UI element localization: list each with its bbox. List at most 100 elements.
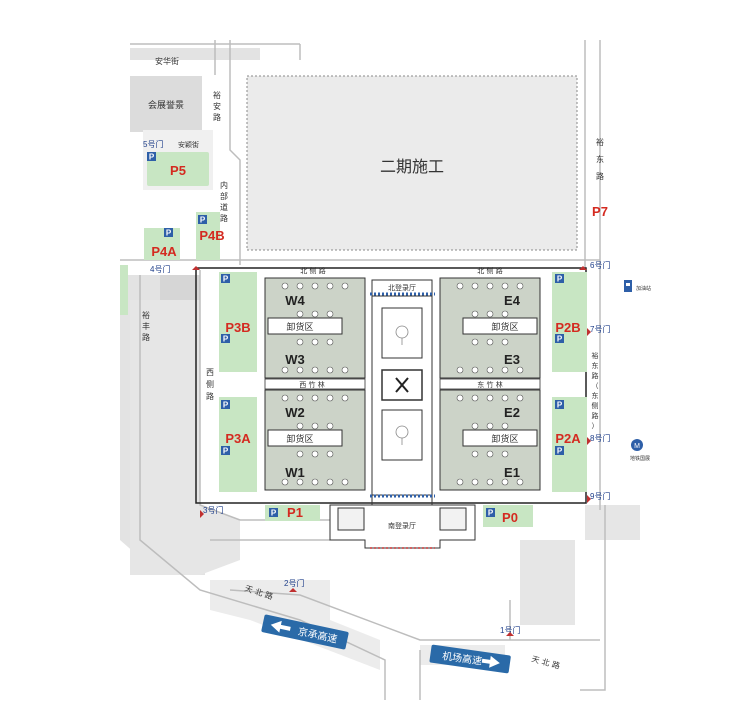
svg-text:P: P [557, 401, 563, 410]
metro-label: 地铁国展 [630, 455, 650, 462]
svg-text:P: P [223, 401, 229, 410]
svg-text:路: 路 [213, 112, 221, 122]
highway-jingcheng: 京承高速 [261, 614, 349, 650]
hall-w2: W2 [285, 405, 305, 420]
svg-text:M: M [634, 443, 640, 450]
svg-text:路: 路 [592, 411, 599, 420]
hall-w3: W3 [285, 352, 305, 367]
east-bamboo-path [439, 378, 541, 390]
parking-p0: P0 [502, 510, 518, 525]
street-anhua: 安华街 [155, 56, 179, 66]
p-sign-icon: P [164, 228, 173, 238]
parking-p4a: P4A [151, 244, 177, 259]
parking-p4b: P4B [199, 228, 224, 243]
fork-knife-icon [395, 377, 409, 393]
parking-signs: P P P P P P P P P P P P P [147, 152, 564, 518]
construction-area [246, 75, 578, 251]
svg-text:裕: 裕 [592, 351, 599, 360]
parking-p2a: P2A [555, 431, 581, 446]
gate-7: 7号门 [590, 324, 610, 334]
p-sign-icon: P [269, 508, 278, 518]
street-west-side: 西 侧 路 [206, 368, 214, 401]
unload-zones [267, 317, 538, 447]
p-sign-icon: P [221, 334, 230, 344]
p-sign-icon: P [555, 446, 564, 456]
highway-airport: 机场高速 [429, 644, 511, 674]
svg-text:安: 安 [213, 101, 221, 111]
svg-text:侧: 侧 [592, 401, 599, 410]
parking-labels: P5 P4A P4B P7 P3B P3A P2B P2A P1 P0 [151, 163, 608, 525]
hall-booth-markers [281, 282, 524, 486]
gate-6: 6号门 [590, 260, 610, 270]
svg-text:路: 路 [206, 391, 214, 401]
svg-text:道: 道 [220, 202, 228, 212]
p-sign-icon: P [198, 215, 207, 225]
svg-text:P: P [557, 275, 563, 284]
svg-text:内: 内 [220, 180, 228, 190]
svg-text:裕: 裕 [213, 90, 221, 100]
hall-e3: E3 [504, 352, 520, 367]
gate-1: 1号门 [500, 625, 520, 635]
unload-e21: 卸货区 [491, 433, 518, 445]
xizhulin-label: 西 竹 林 [299, 380, 324, 389]
hall-e1: E1 [504, 465, 520, 480]
parking-p3a: P3A [225, 431, 251, 446]
svg-text:东: 东 [592, 391, 599, 400]
svg-text:（: （ [592, 382, 599, 390]
street-yufeng: 裕 丰 路 [142, 310, 150, 342]
unload-e43: 卸货区 [491, 321, 518, 333]
svg-text:P: P [557, 447, 563, 456]
svg-text:P: P [200, 216, 206, 225]
unload-w43: 卸货区 [286, 321, 313, 333]
west-bamboo-path [264, 378, 366, 390]
svg-text:P: P [223, 447, 229, 456]
street-north-e: 北 侧 路 [477, 266, 502, 275]
street-inner: 内 部 道 路 [220, 180, 228, 223]
svg-text:P: P [149, 153, 155, 162]
parking-p3b: P3B [225, 320, 250, 335]
hall-w4: W4 [285, 293, 305, 308]
central-corridor [371, 279, 433, 514]
tree-icon [395, 325, 409, 345]
hall-labels: W4 W3 W2 W1 E4 E3 E2 E1 [285, 293, 520, 480]
svg-text:P: P [488, 509, 494, 518]
gate-5: 5号门 [143, 139, 163, 149]
south-hall [329, 504, 476, 549]
fuel-pump-icon [624, 280, 632, 292]
unload-w21: 卸货区 [286, 433, 313, 445]
svg-text:路: 路 [220, 213, 228, 223]
parking-p2b: P2B [555, 320, 580, 335]
p-sign-icon: P [147, 152, 156, 162]
gate-markers [192, 266, 591, 636]
p-sign-icon: P [555, 400, 564, 410]
tree-icon [395, 425, 409, 445]
gas-label: 加油站 [636, 285, 651, 292]
gate-2: 2号门 [284, 578, 304, 588]
gate-9: 9号门 [590, 491, 610, 501]
svg-text:裕: 裕 [596, 137, 604, 147]
p-sign-icon: P [555, 274, 564, 284]
svg-text:东: 东 [596, 154, 604, 164]
gate-4: 4号门 [150, 264, 170, 274]
svg-text:路: 路 [596, 171, 604, 181]
street-north-w: 北 侧 路 [300, 266, 325, 275]
parking-areas [120, 152, 587, 527]
p-sign-icon: P [555, 334, 564, 344]
street-anying: 安颖街 [178, 140, 199, 149]
parking-p7: P7 [592, 204, 608, 219]
construction-label: 二期施工 [380, 157, 444, 176]
svg-text:侧: 侧 [206, 379, 214, 389]
p-sign-icon: P [486, 508, 495, 518]
svg-text:P: P [557, 335, 563, 344]
svg-text:裕: 裕 [142, 310, 150, 320]
svg-text:部: 部 [220, 191, 228, 201]
svg-text:）: ） [592, 422, 599, 430]
svg-text:西: 西 [206, 368, 214, 377]
huizhan-label: 会展誉景 [148, 99, 184, 111]
metro-icon: M [631, 439, 643, 451]
hall-w1: W1 [285, 465, 305, 480]
p-sign-icon: P [221, 274, 230, 284]
dongzhulin-label: 东 竹 林 [477, 380, 502, 389]
svg-text:P: P [271, 509, 277, 518]
